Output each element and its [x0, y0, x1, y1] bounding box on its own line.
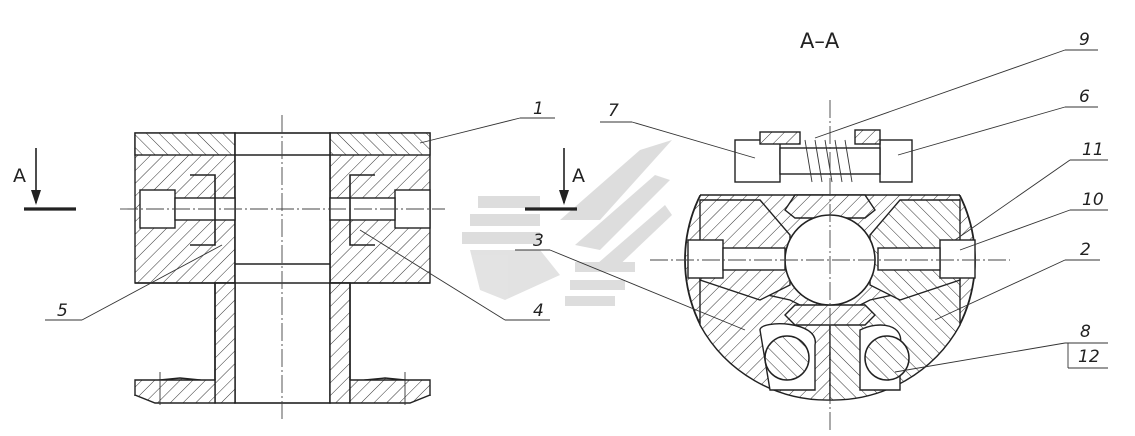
left-view	[120, 115, 445, 420]
side-screw-shank-left	[722, 247, 786, 271]
section-arrow-left: A	[13, 148, 76, 211]
watermark-logo	[462, 140, 672, 306]
callout-7: 7	[608, 101, 619, 121]
callouts: 1 4 5 3 7 9 6 11 10 2	[45, 30, 1108, 373]
callout-5: 5	[57, 301, 68, 321]
callout-2: 2	[1080, 240, 1091, 260]
foot-left	[134, 379, 216, 404]
callout-8: 8	[1080, 322, 1091, 342]
callout-9: 9	[1079, 30, 1090, 50]
top-plate-right	[329, 132, 431, 156]
side-screw-head-left	[687, 239, 724, 279]
callout-10: 10	[1082, 190, 1104, 210]
callout-3: 3	[533, 231, 544, 251]
side-screw-shank-right	[877, 247, 941, 271]
right-view	[650, 87, 1010, 433]
section-title: A–A	[800, 29, 840, 53]
callout-12: 12	[1078, 347, 1100, 367]
side-screw-head-right	[939, 239, 976, 279]
callout-1: 1	[533, 99, 544, 119]
arrow-label-left: A	[13, 165, 26, 187]
central-bore	[234, 132, 331, 404]
section-arrow-mid: A	[525, 148, 585, 211]
top-plate-left	[134, 132, 236, 156]
callout-6: 6	[1079, 87, 1090, 107]
pin-right	[864, 335, 910, 381]
nut-right	[879, 139, 913, 183]
arrow-label-mid: A	[572, 165, 585, 187]
callout-4: 4	[533, 301, 544, 321]
callout-11: 11	[1082, 140, 1104, 160]
foot-right	[349, 379, 431, 404]
pin-left	[764, 335, 810, 381]
nut-left	[734, 139, 781, 183]
